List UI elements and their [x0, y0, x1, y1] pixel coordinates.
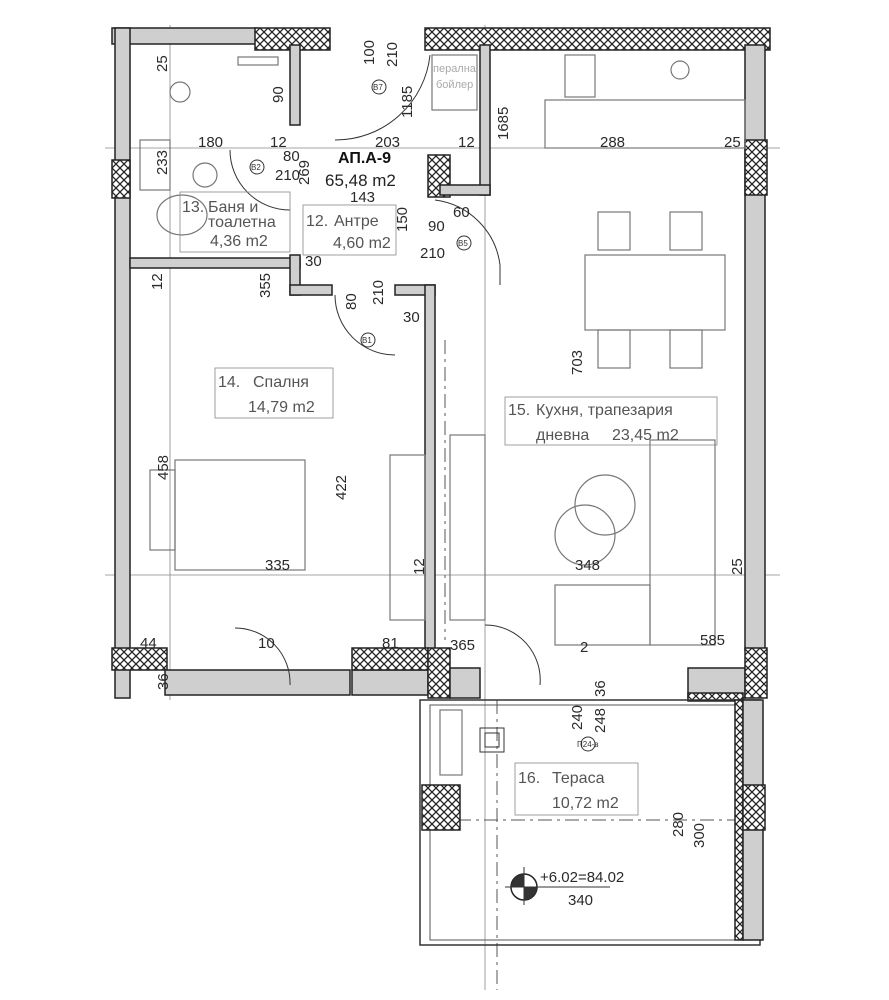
dimension-label: 14,79 m2	[248, 399, 315, 416]
dimensions: 100 210 25 90 1185 1685 180 12 203 12 28…	[140, 40, 746, 909]
dimension-label: 12.	[306, 213, 328, 230]
dimension-label: 30	[403, 309, 420, 326]
dimension-label: 25	[729, 558, 746, 575]
dimension-label: 1185	[399, 86, 416, 118]
dimension-label: 12	[270, 134, 287, 151]
dimension-label: 15.	[508, 402, 530, 419]
dimension-label: 288	[600, 134, 625, 151]
door-tags: B1 B2 B5 B7 П24-в	[249, 79, 599, 752]
dimension-label: 4,60 m2	[333, 235, 391, 252]
room-living: 15. Кухня, трапезария дневна 23,45 m2	[504, 396, 718, 446]
dimension-label: B5	[458, 239, 468, 248]
dimension-label: 210	[275, 167, 300, 184]
dimension-label: 150	[394, 207, 411, 232]
elevation-marker: +6.02=84.02	[505, 867, 624, 905]
elevation-value: +6.02=84.02	[540, 869, 624, 886]
dimension-label: 248	[592, 708, 609, 733]
dimension-label: Тераса	[552, 770, 605, 787]
furniture	[139, 54, 746, 646]
dimension-label: 80	[343, 293, 360, 310]
dimension-label: Баня и	[208, 199, 258, 216]
dimension-label: 44	[140, 635, 157, 652]
dimension-label: Спалня	[253, 374, 309, 391]
dimension-label: 269	[296, 160, 313, 185]
dimension-label: 60	[453, 204, 470, 221]
dimension-label: 36	[592, 680, 609, 697]
dimension-label: 210	[370, 280, 387, 305]
terrace	[419, 699, 766, 946]
dimension-label: Кухня, трапезария	[536, 402, 673, 419]
dimension-label: 12	[458, 134, 475, 151]
dimension-label: 210	[420, 245, 445, 262]
dimension-label: 81	[382, 635, 399, 652]
room-bathroom: 13. Баня и тоалетна 4,36 m2	[179, 191, 291, 253]
dimension-label: B7	[373, 83, 383, 92]
boiler-label: бойлер	[436, 79, 473, 91]
dimension-label: 240	[569, 705, 586, 730]
dimension-label: 203	[375, 134, 400, 151]
dimension-label: 422	[333, 475, 350, 500]
dimension-label: 100	[361, 40, 378, 65]
dimension-label: 90	[270, 86, 287, 103]
room-bedroom: 14. Спалня 14,79 m2	[214, 367, 334, 419]
dimension-label: 36	[155, 673, 172, 690]
dimension-label: 585	[700, 632, 725, 649]
dimension-label: 4,36 m2	[210, 233, 268, 250]
dimension-label: B2	[251, 163, 261, 172]
dimension-label: 12	[411, 558, 428, 575]
dimension-label: 180	[198, 134, 223, 151]
dimension-label: Антре	[334, 213, 379, 230]
dimension-label: 143	[350, 189, 375, 206]
dimension-label: 16.	[518, 770, 540, 787]
dimension-label: 365	[450, 637, 475, 654]
dimension-label: 280	[670, 812, 687, 837]
dimension-label: 335	[265, 557, 290, 574]
dimension-label: тоалетна	[208, 214, 276, 231]
walls	[111, 27, 771, 702]
dimension-label: 348	[575, 557, 600, 574]
dimension-label: 90	[428, 218, 445, 235]
dimension-label: 13.	[182, 199, 204, 216]
dimension-label: 340	[568, 892, 593, 909]
dimension-label: 458	[155, 455, 172, 480]
dimension-label: 25	[724, 134, 741, 151]
room-entrance: 12. Антре 4,60 m2	[302, 204, 397, 256]
apartment-name: АП.А-9	[338, 150, 391, 167]
dimension-label: 2	[580, 639, 588, 656]
dimension-label: 80	[283, 148, 300, 165]
dimension-label: 1685	[495, 107, 512, 140]
dimension-label: 30	[305, 253, 322, 270]
dimension-label: B1	[362, 336, 372, 345]
dimension-label: 12	[149, 273, 166, 290]
room-terrace: 16. Тераса 10,72 m2	[514, 762, 639, 816]
dimension-label: 355	[257, 273, 274, 298]
dimension-label: 23,45 m2	[612, 427, 679, 444]
dimension-label: 703	[569, 350, 586, 375]
apartment-area: 65,48 m2	[325, 171, 396, 190]
dimension-label: 10,72 m2	[552, 795, 619, 812]
dimension-label: 25	[154, 55, 171, 72]
dimension-label: дневна	[536, 427, 589, 444]
dimension-label: 14.	[218, 374, 240, 391]
dimension-label: 210	[384, 42, 401, 67]
dimension-label: П24-в	[577, 740, 599, 749]
boiler-label: перална	[433, 63, 477, 75]
dimension-label: 10	[258, 635, 275, 652]
dimension-label: 233	[154, 150, 171, 175]
dimension-label: 300	[691, 823, 708, 848]
